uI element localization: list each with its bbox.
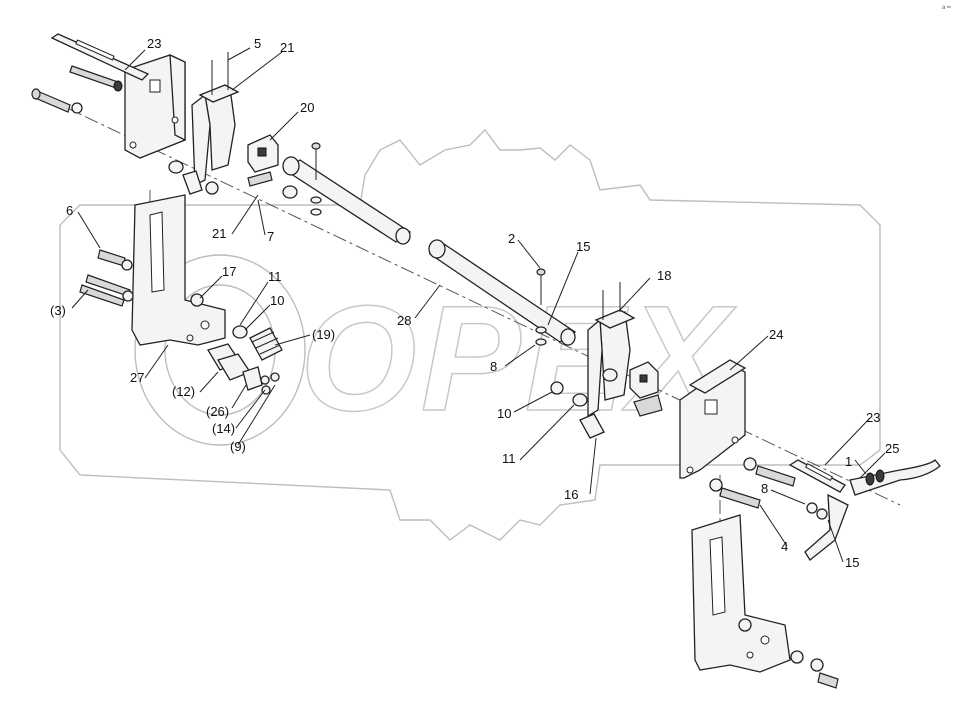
right-clamp-block [629,361,663,417]
callout-label: 1 [845,454,852,469]
callout-label: 28 [397,313,411,328]
main-axis [39,94,901,506]
callout-label: (3) [50,303,66,318]
main-shaft [282,156,577,346]
callout-label: (12) [172,384,195,399]
callout-label: 5 [254,36,261,51]
callout-label: (19) [312,327,335,342]
left-l-bracket [131,194,226,346]
callout-label: 6 [66,203,73,218]
callout-label: 15 [576,239,590,254]
left-pivot-parts [168,160,298,199]
callout-label: 11 [502,451,516,466]
callout-label: (14) [212,421,235,436]
watermark-gear-outline [59,128,881,541]
right-spring-pin [804,493,849,561]
callout-label: 23 [866,410,880,425]
callout-label: 8 [490,359,497,374]
callout-label: 2 [508,231,515,246]
left-mounting-plate [124,53,186,159]
right-handle [849,459,941,496]
callout-labels: 23 5 21 20 6 21 7 (3) 17 11 10 (19) 27 (… [50,36,899,570]
right-l-bracket [691,514,791,673]
callout-label: (26) [206,404,229,419]
callout-label: 21 [212,226,226,241]
leader-lines [71,47,886,563]
callout-label: 17 [222,264,236,279]
right-pivot-parts [535,268,618,439]
callout-label: 24 [769,327,783,342]
callout-label: 4 [781,539,788,554]
watermark-ring [134,254,306,446]
callout-label: 16 [564,487,578,502]
callout-label: 7 [267,229,274,244]
left-bolts [31,65,123,114]
corner-mark: a ━ [942,5,951,11]
callout-label: 21 [280,40,294,55]
callout-label: 23 [147,36,161,51]
right-slotted-link [788,459,846,493]
left-clamp-block [247,134,279,173]
callout-label: 10 [270,293,284,308]
callout-label: 15 [845,555,859,570]
right-u-bracket [587,282,636,418]
callout-label: 18 [657,268,671,283]
left-spring-assembly [190,293,283,395]
callout-label: 8 [761,481,768,496]
left-slotted-link [50,33,150,81]
callout-label: 25 [885,441,899,456]
callout-label: 27 [130,370,144,385]
right-bolts [709,457,796,509]
callout-label: 20 [300,100,314,115]
callout-label: 11 [268,269,282,284]
upper-bolt-and-washers [310,142,322,216]
left-u-bracket [191,52,240,187]
left-lower-bolts [79,249,134,307]
right-lower-fasteners [738,618,839,689]
callout-label: (9) [230,439,246,454]
callout-label: 10 [497,406,511,421]
